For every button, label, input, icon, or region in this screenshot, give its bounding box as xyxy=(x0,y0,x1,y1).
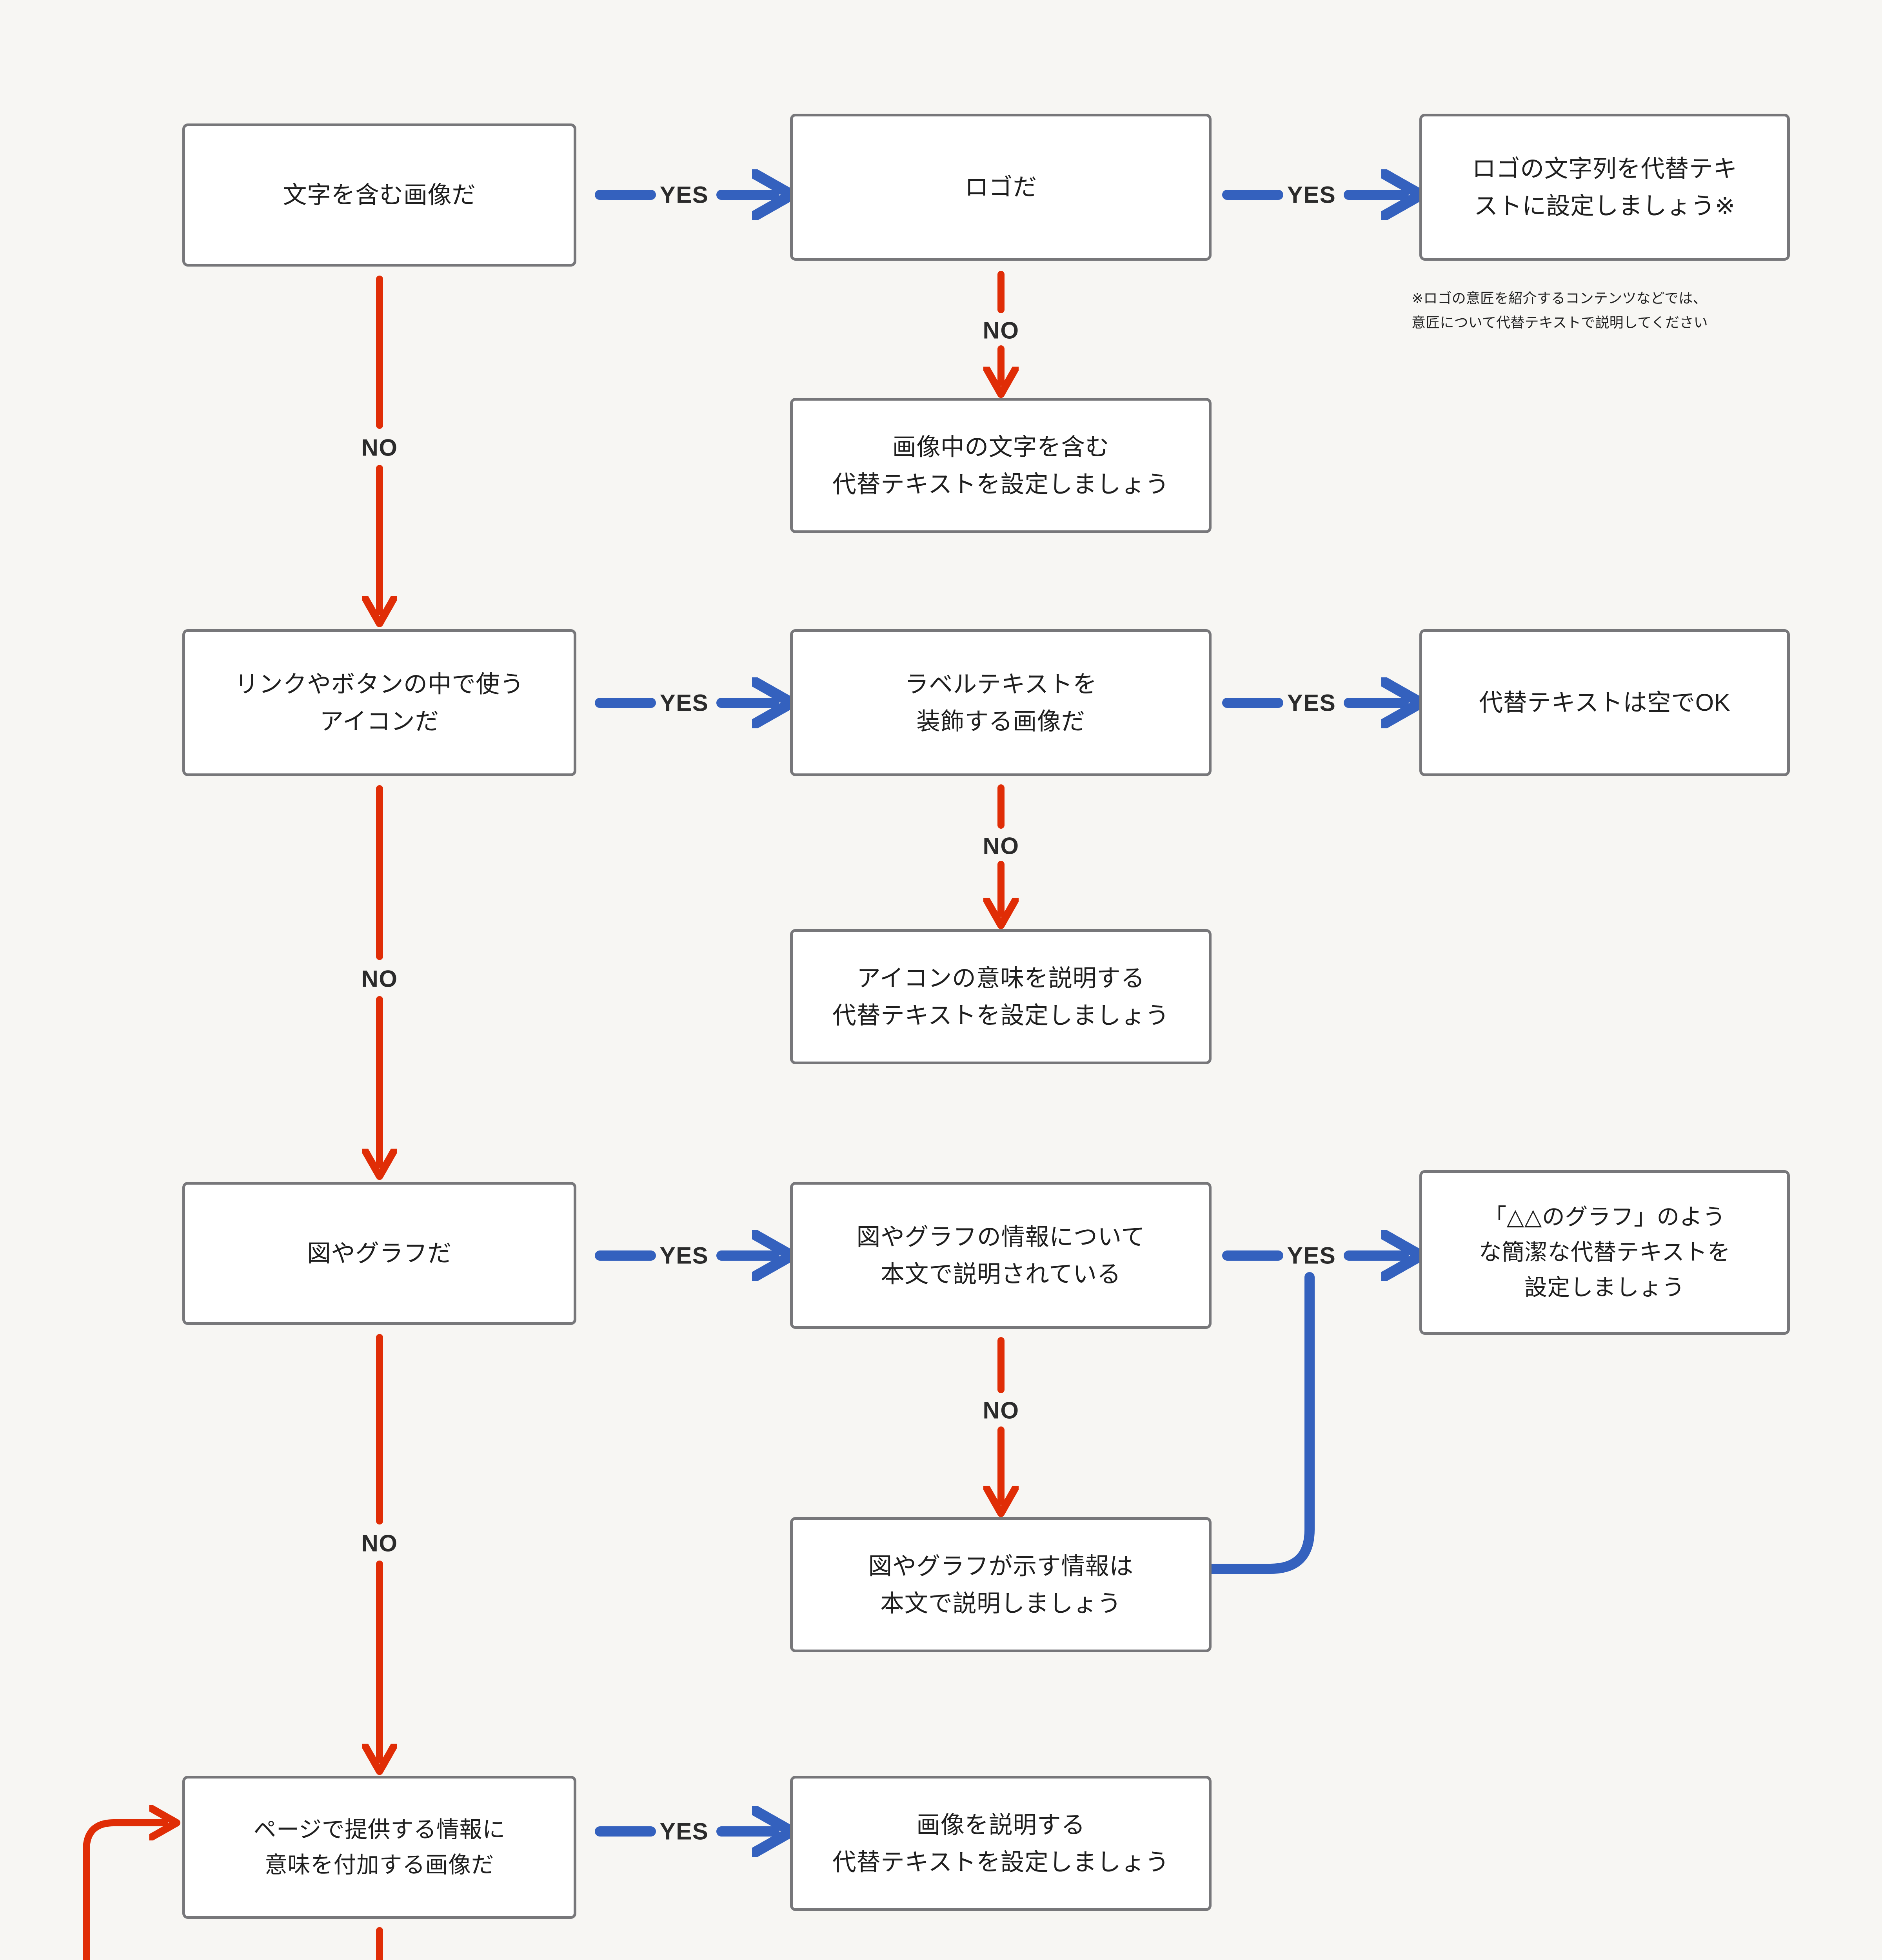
edge-label-yes-n6-n7: YES xyxy=(1287,690,1336,716)
edge-label-no-n10-n12: NO xyxy=(983,1397,1019,1424)
node-label: 図やグラフが示す情報は 本文で説明しましょう xyxy=(868,1552,1134,1617)
node-label: リンクやボタンの中で使う アイコンだ xyxy=(234,670,524,735)
node-include-text-in-alt[interactable]: 画像中の文字を含む 代替テキストを設定しましょう xyxy=(790,398,1212,533)
node-explained-in-body-text[interactable]: 図やグラフの情報について 本文で説明されている xyxy=(790,1182,1212,1329)
node-is-logo[interactable]: ロゴだ xyxy=(790,114,1212,261)
edge-label-yes-n1-n2: YES xyxy=(659,181,709,208)
node-label: 「△△のグラフ」のよう な簡潔な代替テキストを 設定しましょう xyxy=(1479,1204,1731,1300)
node-explain-chart-in-body[interactable]: 図やグラフが示す情報は 本文で説明しましょう xyxy=(790,1517,1212,1652)
node-label: ページで提供する情報に 意味を付加する画像だ xyxy=(253,1817,505,1878)
node-icon-in-link-or-button[interactable]: リンクやボタンの中で使う アイコンだ xyxy=(182,629,576,776)
node-decorates-label-text[interactable]: ラベルテキストを 装飾する画像だ xyxy=(790,629,1212,776)
edge-label-no-n1-n5: NO xyxy=(361,434,398,461)
node-logo-alt-advice[interactable]: ロゴの文字列を代替テキ ストに設定しましょう※ xyxy=(1419,114,1790,261)
node-is-figure-or-chart[interactable]: 図やグラフだ xyxy=(182,1182,576,1325)
edge-label-no-n5-n9: NO xyxy=(361,965,398,992)
node-adds-meaning-to-page[interactable]: ページで提供する情報に 意味を付加する画像だ xyxy=(182,1776,576,1919)
node-label: 図やグラフの情報について 本文で説明されている xyxy=(856,1223,1145,1287)
node-label: ロゴの文字列を代替テキ ストに設定しましょう※ xyxy=(1472,155,1737,219)
node-describe-image-alt[interactable]: 画像を説明する 代替テキストを設定しましょう xyxy=(790,1776,1212,1911)
node-concise-chart-alt[interactable]: 「△△のグラフ」のよう な簡潔な代替テキストを 設定しましょう xyxy=(1419,1170,1790,1335)
node-label: 代替テキストは空でOK xyxy=(1479,689,1730,716)
edge-label-yes-n5-n6: YES xyxy=(659,690,709,716)
node-label: ロゴだ xyxy=(965,174,1037,201)
edge-label-yes-n9-n10: YES xyxy=(659,1242,709,1269)
edge-label-yes-n2-n3: YES xyxy=(1287,181,1336,208)
node-label: 図やグラフだ xyxy=(307,1240,452,1267)
edge-label-no-n9-n13: NO xyxy=(361,1530,398,1557)
node-describe-icon-meaning[interactable]: アイコンの意味を説明する 代替テキストを設定しましょう xyxy=(790,929,1212,1064)
node-label: 画像を説明する 代替テキストを設定しましょう xyxy=(832,1811,1170,1875)
node-label: ラベルテキストを 装飾する画像だ xyxy=(905,670,1097,735)
edge-label-yes-n13-n14: YES xyxy=(659,1818,709,1845)
edge-label-no-n6-n8: NO xyxy=(983,833,1019,859)
edge-label-no-n2-n4: NO xyxy=(983,317,1019,344)
edge-n12-merge-blue xyxy=(1206,1272,1315,1574)
node-text-image[interactable]: 文字を含む画像だ xyxy=(182,123,576,267)
node-empty-alt-ok-icon[interactable]: 代替テキストは空でOK xyxy=(1419,629,1790,776)
logo-footnote: ※ロゴの意匠を紹介するコンテンツなどでは、 意匠について代替テキストで説明してく… xyxy=(1412,290,1708,330)
node-label: 画像中の文字を含む 代替テキストを設定しましょう xyxy=(832,433,1170,497)
node-label: 文字を含む画像だ xyxy=(283,181,476,209)
node-label: アイコンの意味を説明する 代替テキストを設定しましょう xyxy=(832,964,1170,1029)
edge-label-yes-n10-n11: YES xyxy=(1287,1242,1336,1269)
